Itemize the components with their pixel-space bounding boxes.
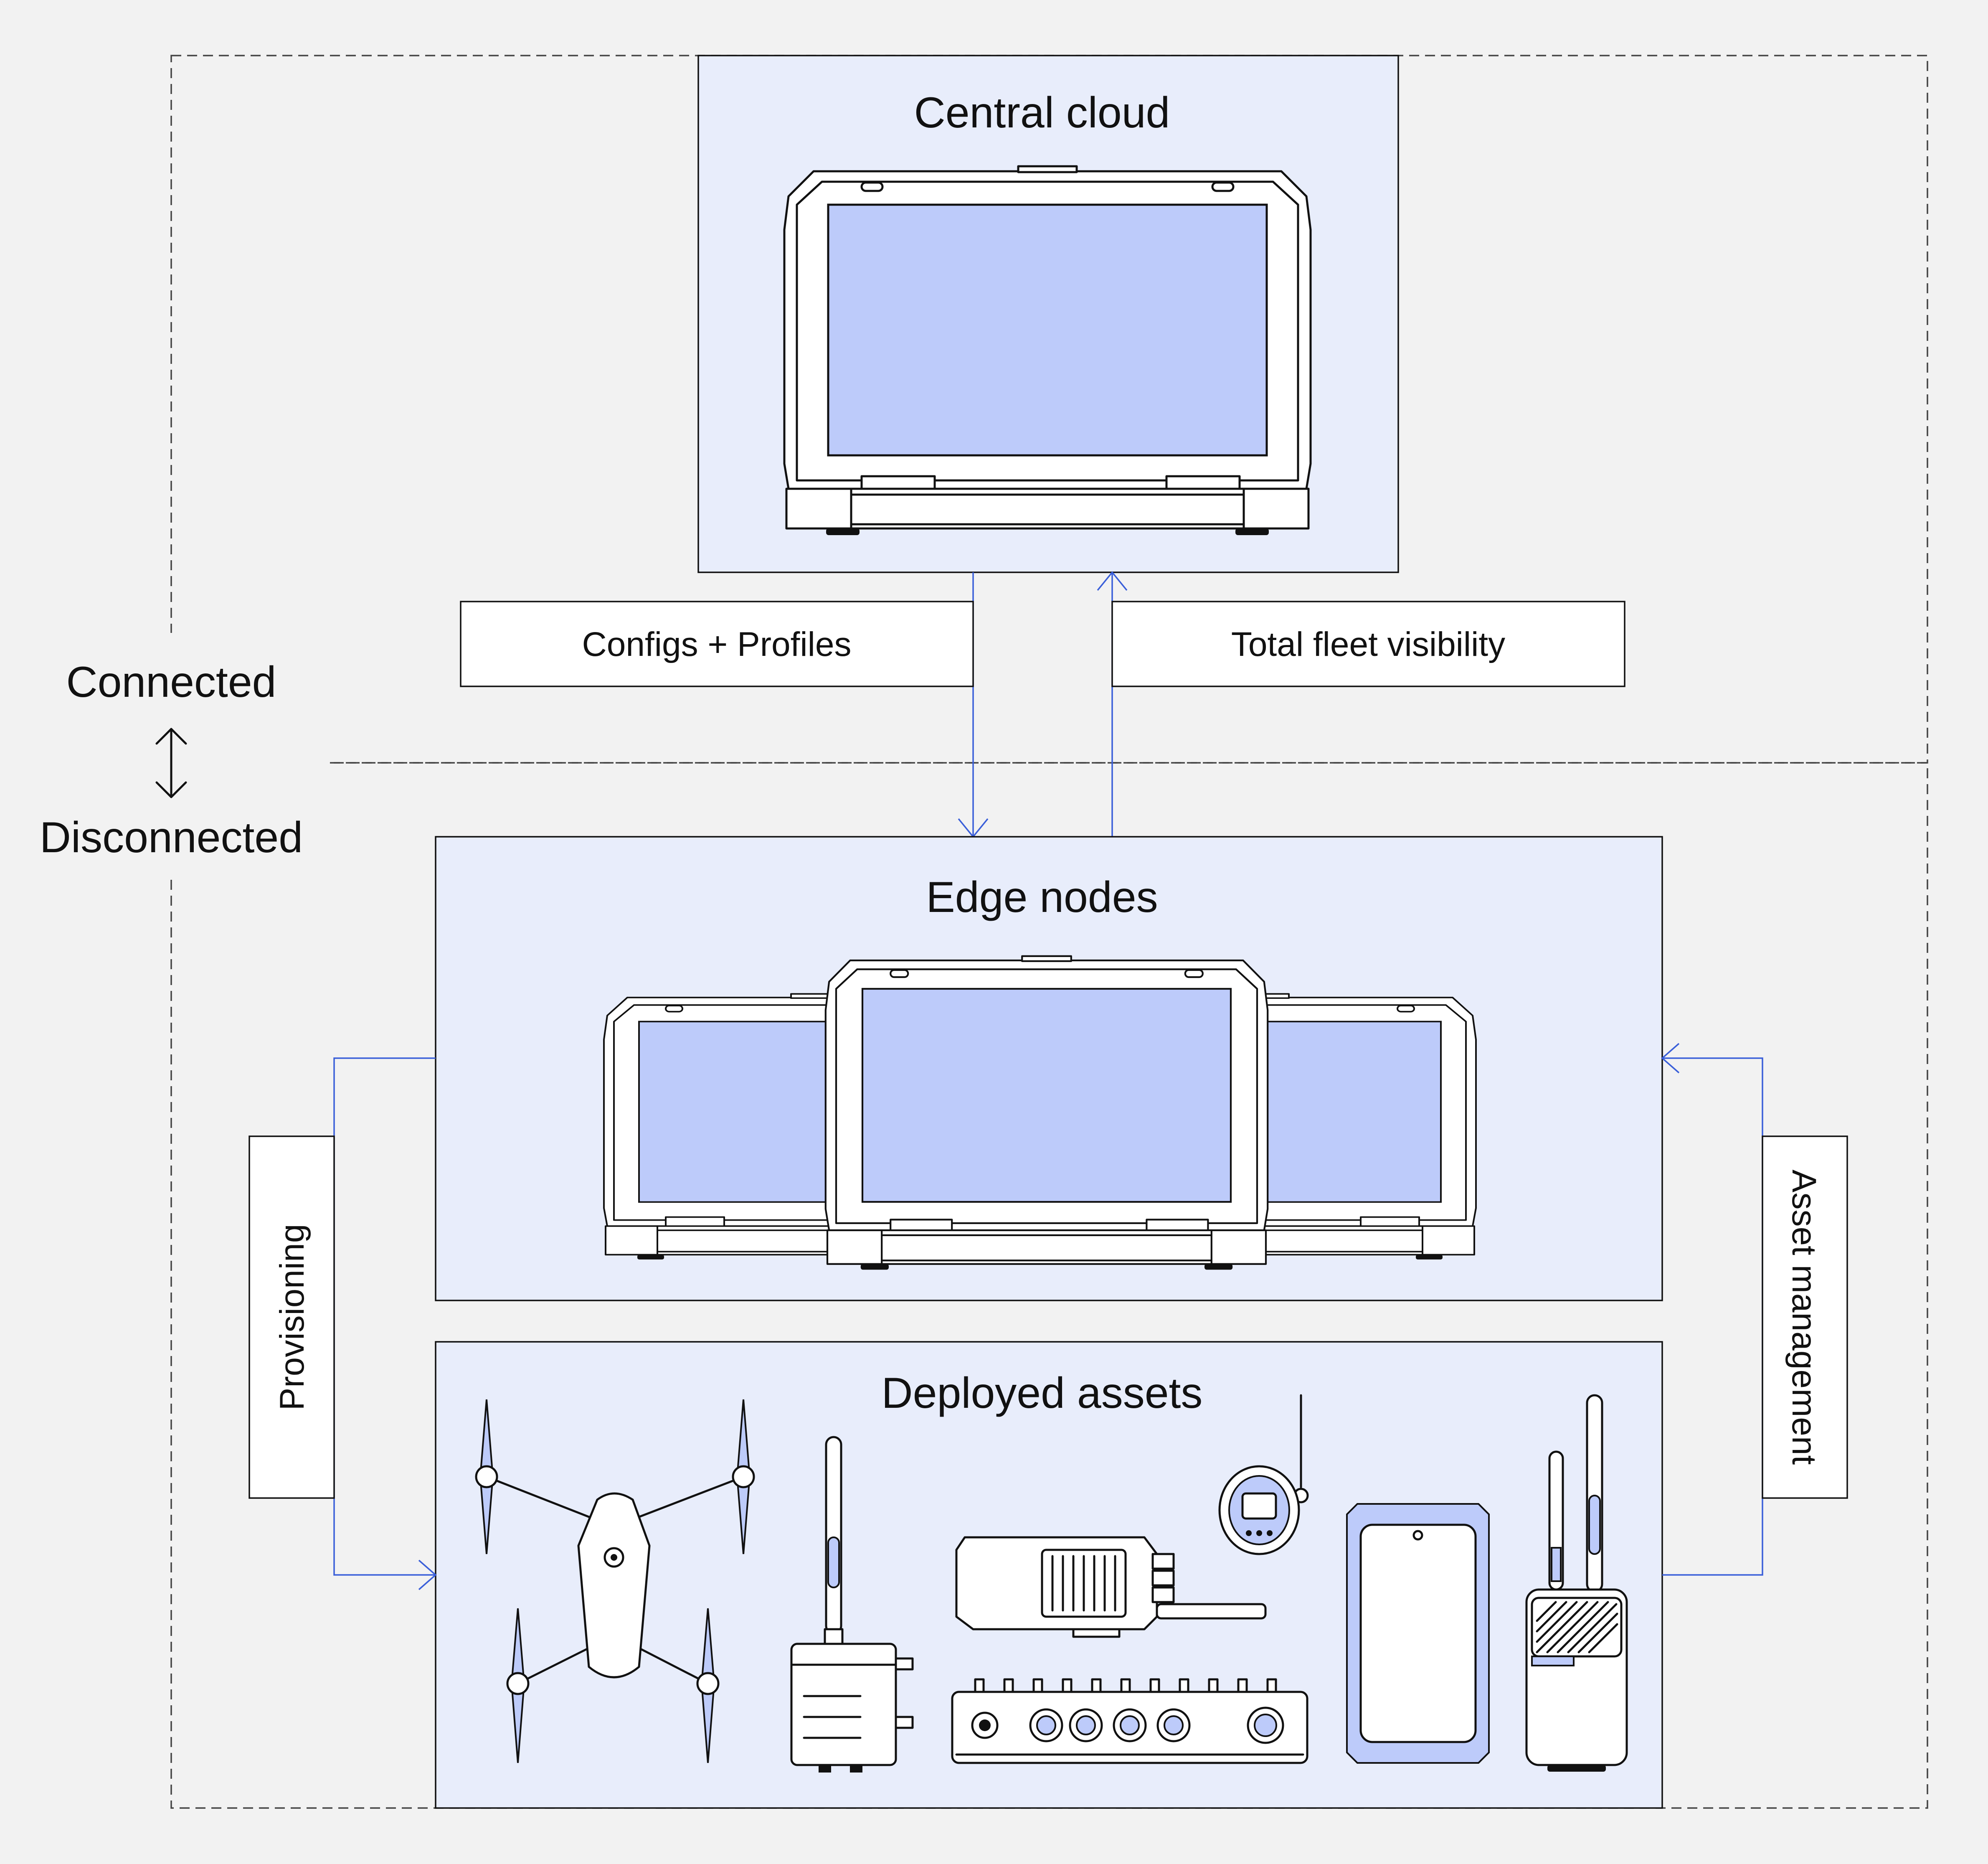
tracker-icon [1218,1394,1309,1555]
fleet-visibility-label: Total fleet visibility [1231,625,1505,663]
central-cloud-title: Central cloud [914,89,1170,137]
disconnected-label: Disconnected [40,813,303,862]
drone-icon [475,1399,755,1763]
asset-management-tag [1762,1135,1848,1499]
fleet-visibility-tag [1111,601,1625,687]
provisioning-label: Provisioning [273,1224,311,1411]
radio-icon [955,1536,1267,1638]
deployed-assets-title: Deployed assets [882,1369,1203,1417]
rugged-tablet-icon [1346,1503,1490,1764]
field-transmitter-icon [1525,1394,1628,1772]
rugged-laptop-icon [784,166,1311,535]
connected-label: Connected [66,658,276,706]
sensor-hub-icon [951,1678,1308,1764]
disconnected-zone [170,762,1928,1809]
provisioning-flow-arrow [333,1057,437,1590]
double-arrow-icon [155,728,187,798]
asset-management-flow-arrow [1661,1043,1763,1576]
antenna-router-icon [790,1436,914,1773]
configs-profiles-tag [460,601,974,687]
asset-management-label: Asset management [1785,1170,1823,1465]
configs-profiles-label: Configs + Profiles [582,625,852,663]
edge-nodes-title: Edge nodes [926,873,1158,922]
provisioning-tag [248,1135,335,1499]
rugged-laptop-icon [826,956,1268,1270]
